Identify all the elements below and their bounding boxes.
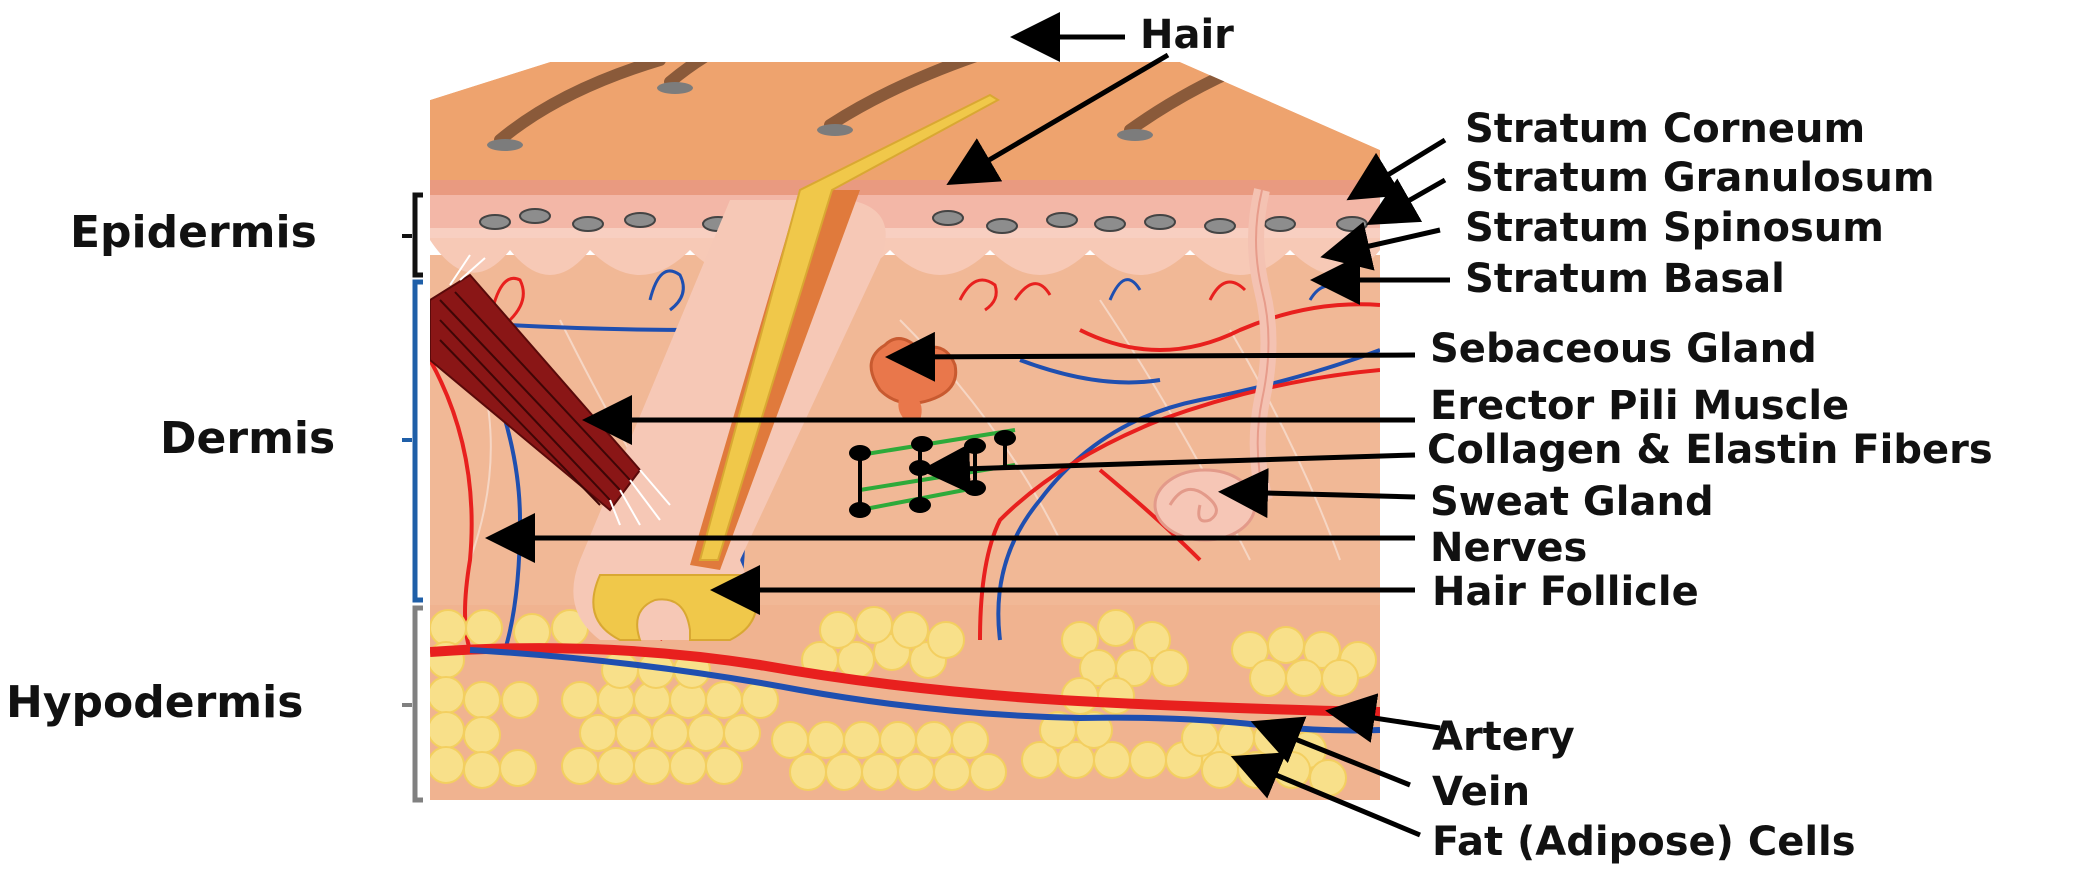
- skin-surface: [430, 62, 1380, 195]
- erector-pili-muscle-label: Erector Pili Muscle: [1430, 383, 1849, 429]
- skin-block: [430, 62, 1380, 800]
- stratum-granulosum-label: Stratum Granulosum: [1465, 155, 1935, 201]
- surface-hairs: [494, 62, 1291, 146]
- erector-pili-muscle: [430, 254, 671, 526]
- epidermis-label: Epidermis: [70, 207, 317, 258]
- sebaceous-gland: [869, 337, 958, 405]
- leader-lines: [485, 12, 1450, 838]
- sweat-gland-leader: [1218, 468, 1416, 519]
- sebaceous-gland-leader: [885, 331, 1416, 382]
- hypodermis-label: Hypodermis: [6, 677, 303, 728]
- dermis-bracket: [402, 279, 423, 603]
- hair-root-leader: [946, 52, 1170, 186]
- fat-cells-label: Fat (Adipose) Cells: [1432, 819, 1856, 865]
- vein-leader: [1250, 716, 1411, 788]
- epidermis-bracket: [402, 192, 423, 278]
- stratum-spinosum-leader: [1320, 221, 1441, 271]
- nerves-label: Nerves: [1430, 525, 1587, 571]
- sweat-gland-label: Sweat Gland: [1430, 479, 1714, 525]
- fat-cells-leader: [1230, 752, 1421, 838]
- stratum-granulosum-leader: [1366, 177, 1447, 225]
- artery-label: Artery: [1432, 714, 1575, 760]
- artery-leader: [1325, 693, 1441, 743]
- hypodermis-bracket: [402, 605, 423, 803]
- stratum-corneum-label: Stratum Corneum: [1465, 106, 1865, 152]
- fat-cell-clusters: [430, 606, 1377, 797]
- vein-label: Vein: [1432, 769, 1530, 815]
- stratum-spinosum-label: Stratum Spinosum: [1465, 205, 1884, 251]
- hair-label: Hair: [1140, 12, 1234, 58]
- hair-follicle-label: Hair Follicle: [1432, 569, 1699, 615]
- papillary-layer: [430, 230, 1380, 275]
- collagen-leader: [920, 443, 1416, 494]
- main-artery: [430, 643, 1380, 717]
- hair-shaft: [698, 93, 1000, 561]
- sweat-gland-coil: [1153, 468, 1257, 542]
- stratum-basal-label: Stratum Basal: [1465, 256, 1785, 302]
- collagen-elastin-label: Collagen & Elastin Fibers: [1427, 427, 1993, 473]
- sebaceous-gland-label: Sebaceous Gland: [1430, 326, 1817, 372]
- dermis-label: Dermis: [160, 413, 335, 464]
